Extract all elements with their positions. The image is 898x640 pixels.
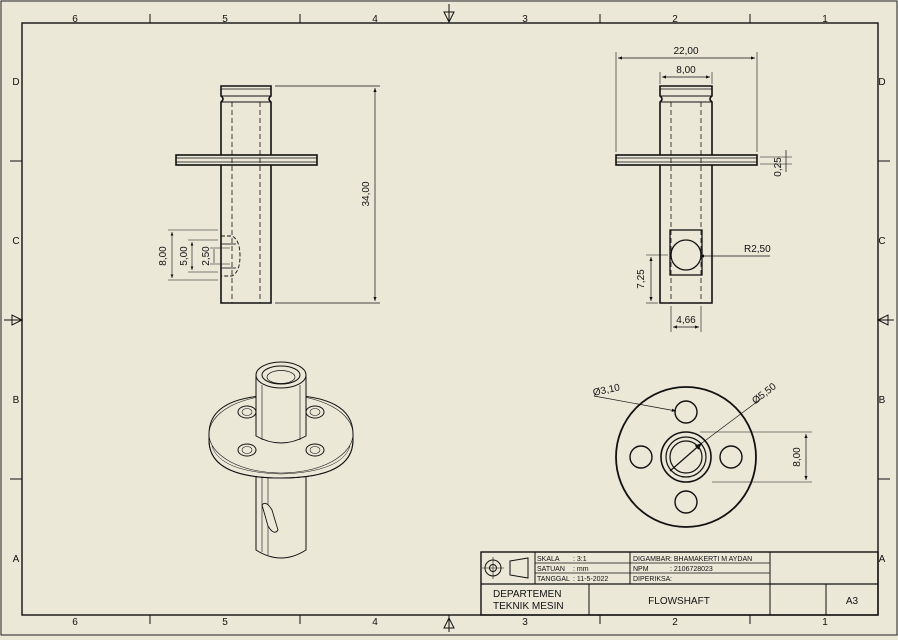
centering-marks — [11, 11, 889, 629]
zone-row-left-d: D — [12, 77, 19, 88]
top-view — [593, 386, 812, 528]
npm-value: : 2106728023 — [670, 566, 713, 573]
zone-row-left-b: B — [13, 395, 20, 406]
inner-border — [21, 22, 879, 616]
side-dim-hole-height: 7,25 — [636, 269, 647, 289]
zone-col-top-1: 1 — [822, 14, 828, 25]
zone-row-right-a: A — [879, 554, 886, 565]
zone-row-right-c: C — [878, 236, 885, 247]
zone-col-bottom-2: 2 — [672, 617, 678, 628]
sheet-size: A3 — [846, 596, 859, 607]
zone-row-left-c: C — [12, 236, 19, 247]
side-dim-shaft-width: 8,00 — [676, 65, 696, 76]
front-view — [168, 85, 380, 304]
date-value: : 11-5-2022 — [573, 576, 608, 583]
front-dim-slot-mid: 5,00 — [179, 246, 190, 266]
zone-row-right-d: D — [878, 77, 885, 88]
zone-col-top-6: 6 — [72, 14, 78, 25]
top-dim-spacing: 8,00 — [792, 447, 803, 467]
side-dim-radius: R2,50 — [744, 244, 771, 255]
checked-label: DIPERIKSA — [633, 576, 671, 583]
scale-value: : 3:1 — [573, 556, 587, 563]
date-label: TANGGAL — [537, 576, 570, 583]
zone-row-right-b: B — [879, 395, 886, 406]
front-dim-slot-inner: 2,50 — [201, 246, 212, 266]
zone-col-bottom-4: 4 — [372, 617, 378, 628]
front-dim-slot-outer: 8,00 — [158, 246, 169, 266]
department-line1: DEPARTEMEN — [493, 589, 562, 600]
drawn-label: DIGAMBAR — [633, 556, 670, 563]
drawing-title: FLOWSHAFT — [648, 596, 710, 607]
title-block — [480, 551, 879, 616]
npm-label: NPM — [633, 566, 649, 573]
side-dim-flange-thickness: 0,25 — [773, 157, 784, 177]
zone-col-bottom-6: 6 — [72, 617, 78, 628]
department-line2: TEKNIK MESIN — [493, 601, 564, 612]
zone-col-bottom-1: 1 — [822, 617, 828, 628]
front-dim-height: 34,00 — [361, 181, 372, 206]
side-view — [615, 52, 792, 332]
side-dim-hole-width: 4,66 — [676, 315, 696, 326]
scale-label: SKALA — [537, 556, 560, 563]
zone-col-bottom-3: 3 — [522, 617, 528, 628]
side-dim-flange-width: 22,00 — [673, 46, 698, 57]
zone-col-top-3: 3 — [522, 14, 528, 25]
drawn-value: : BHAMAKERTI M AYDAN — [670, 556, 752, 563]
unit-label: SATUAN — [537, 566, 565, 573]
zone-col-bottom-5: 5 — [222, 617, 228, 628]
zone-col-top-4: 4 — [372, 14, 378, 25]
zone-row-left-a: A — [13, 554, 20, 565]
zone-ticks — [4, 4, 894, 632]
checked-value: : — [670, 576, 672, 583]
zone-col-top-5: 5 — [222, 14, 228, 25]
isometric-view — [208, 361, 354, 559]
unit-value: : mm — [573, 566, 589, 573]
zone-col-top-2: 2 — [672, 14, 678, 25]
